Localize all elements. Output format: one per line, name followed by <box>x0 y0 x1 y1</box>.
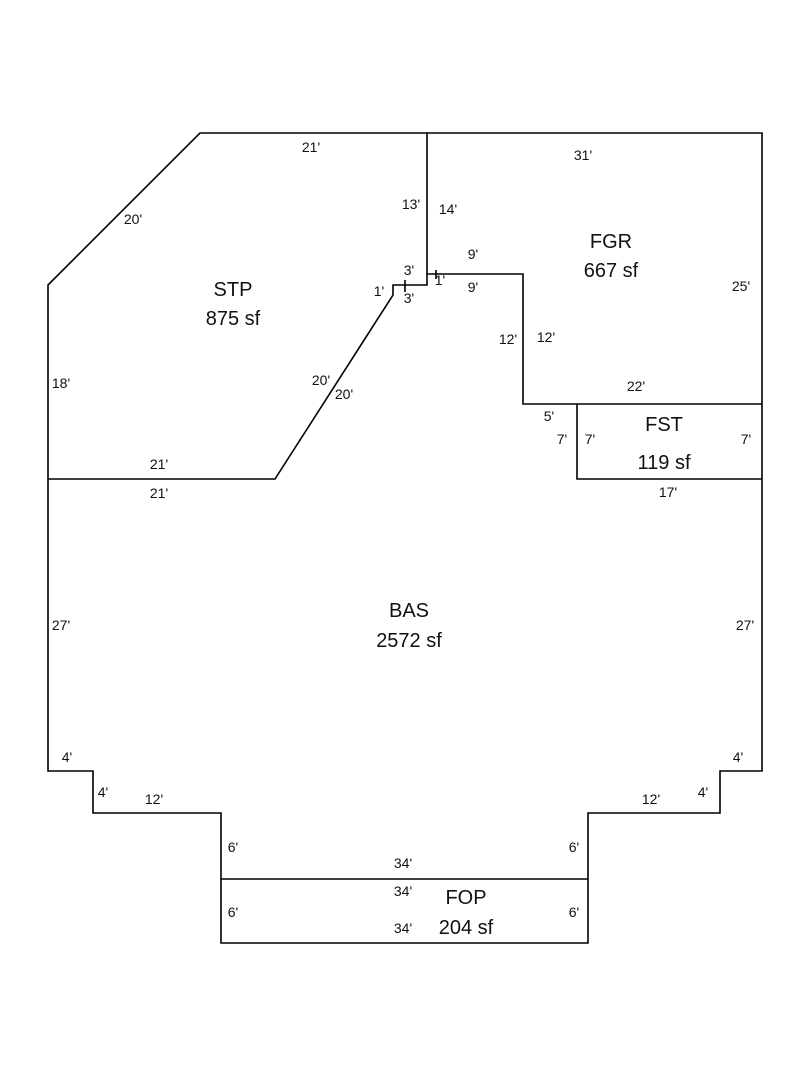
dim-label: 1' <box>374 283 384 299</box>
dim-label: 25' <box>732 278 750 294</box>
dim-label: 12' <box>537 329 555 345</box>
dim-label: 1' <box>435 272 445 288</box>
dim-label: 34' <box>394 883 412 899</box>
dim-label: 7' <box>585 431 595 447</box>
dim-label: 9' <box>468 279 478 295</box>
dim-label: 20' <box>335 386 353 402</box>
dim-label: 6' <box>569 839 579 855</box>
dim-label: 13' <box>402 196 420 212</box>
dim-label: 34' <box>394 920 412 936</box>
area-size-bas: 2572 sf <box>376 630 442 652</box>
dim-label: 21' <box>150 456 168 472</box>
dim-label: 34' <box>394 855 412 871</box>
dim-label: 27' <box>736 617 754 633</box>
dim-label: 9' <box>468 246 478 262</box>
area-label-fgr: FGR <box>590 231 632 253</box>
area-label-bas: BAS <box>389 600 429 622</box>
dim-label: 3' <box>404 290 414 306</box>
dim-label: 21' <box>302 139 320 155</box>
dim-label: 3' <box>404 262 414 278</box>
area-size-fst: 119 sf <box>638 452 691 474</box>
dim-label: 7' <box>557 431 567 447</box>
area-label-fst: FST <box>645 414 683 436</box>
area-label-stp: STP <box>214 279 253 301</box>
dim-label: 20' <box>312 372 330 388</box>
dim-label: 27' <box>52 617 70 633</box>
dim-label: 12' <box>499 331 517 347</box>
dim-label: 12' <box>145 791 163 807</box>
fgr-inner-wall <box>427 273 762 405</box>
dim-label: 20' <box>124 211 142 227</box>
fgr-outline <box>427 132 763 479</box>
dim-label: 14' <box>439 201 457 217</box>
area-size-fop: 204 sf <box>439 917 494 939</box>
dim-label: 22' <box>627 378 645 394</box>
area-size-fgr: 667 sf <box>584 260 639 282</box>
dim-label: 7' <box>741 431 751 447</box>
dim-label: 5' <box>544 408 554 424</box>
dim-label: 6' <box>569 904 579 920</box>
area-label-fop: FOP <box>445 887 486 909</box>
stp-outline <box>47 132 428 480</box>
fop-outline <box>220 879 589 944</box>
fst-outline <box>576 404 762 480</box>
dim-label: 4' <box>62 749 72 765</box>
dim-label: 12' <box>642 791 660 807</box>
dim-label: 6' <box>228 839 238 855</box>
dim-label: 6' <box>228 904 238 920</box>
dim-label: 18' <box>52 375 70 391</box>
bas-outline <box>47 479 763 880</box>
dim-label: 31' <box>574 147 592 163</box>
dim-label: 4' <box>733 749 743 765</box>
dim-label: 17' <box>659 484 677 500</box>
dim-label: 4' <box>98 784 108 800</box>
area-size-stp: 875 sf <box>206 308 261 330</box>
dim-label: 21' <box>150 485 168 501</box>
dim-label: 4' <box>698 784 708 800</box>
